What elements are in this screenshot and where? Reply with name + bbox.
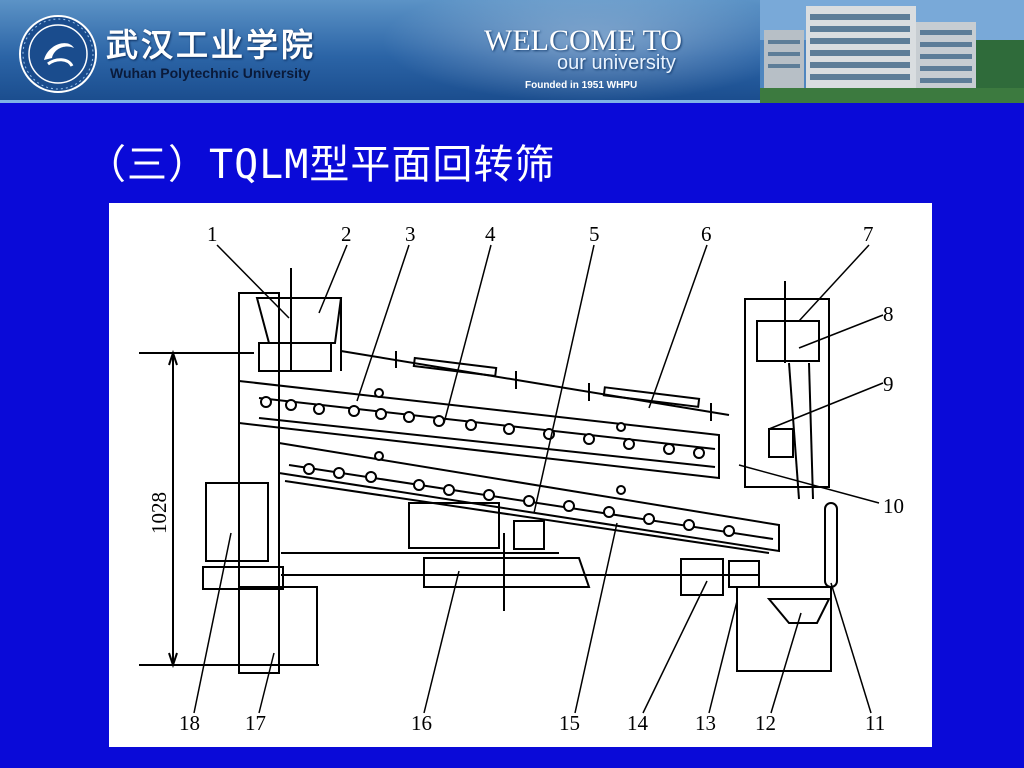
part-label-3: 3 — [405, 222, 416, 246]
part-label-11: 11 — [865, 711, 885, 735]
our-university-text: our university — [557, 52, 676, 74]
school-name-en: Wuhan Polytechnic University — [110, 65, 311, 81]
welcome-text: WELCOME TO — [484, 24, 683, 57]
machine-diagram: 1028 1 2 3 4 5 6 7 8 9 10 11 12 13 14 15… — [109, 203, 932, 747]
header-underline — [0, 100, 1024, 103]
founded-text: Founded in 1951 WHPU — [525, 80, 638, 91]
header-banner: 武汉工业学院 Wuhan Polytechnic University WELC… — [0, 0, 1024, 103]
part-label-12: 12 — [755, 711, 776, 735]
part-label-6: 6 — [701, 222, 712, 246]
building-photo — [760, 0, 1024, 103]
slide-title: （三）TQLM型平面回转筛 — [86, 142, 556, 188]
part-label-1: 1 — [207, 222, 218, 246]
part-label-17: 17 — [245, 711, 266, 735]
part-label-16: 16 — [411, 711, 432, 735]
tqlm-sifter-drawing: 1028 1 2 3 4 5 6 7 8 9 10 11 12 13 14 15… — [139, 222, 904, 735]
part-label-13: 13 — [695, 711, 716, 735]
school-name-cn: 武汉工业学院 — [106, 26, 317, 64]
part-label-4: 4 — [485, 222, 496, 246]
part-label-9: 9 — [883, 372, 894, 396]
part-label-10: 10 — [883, 494, 904, 518]
part-label-8: 8 — [883, 302, 894, 326]
part-label-2: 2 — [341, 222, 352, 246]
part-label-14: 14 — [627, 711, 649, 735]
dimension-1028-label: 1028 — [147, 492, 171, 534]
part-label-5: 5 — [589, 222, 600, 246]
header-glow — [380, 0, 800, 103]
university-logo-icon — [19, 15, 97, 93]
part-label-7: 7 — [863, 222, 874, 246]
part-label-15: 15 — [559, 711, 580, 735]
part-label-18: 18 — [179, 711, 200, 735]
